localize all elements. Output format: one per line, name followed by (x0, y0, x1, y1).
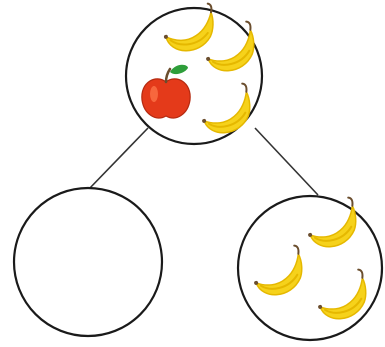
connector-right (255, 128, 318, 195)
top-whole-circle (126, 3, 262, 144)
left-part-circle (14, 188, 162, 336)
connector-left (88, 128, 148, 190)
right-part-circle (238, 196, 382, 340)
